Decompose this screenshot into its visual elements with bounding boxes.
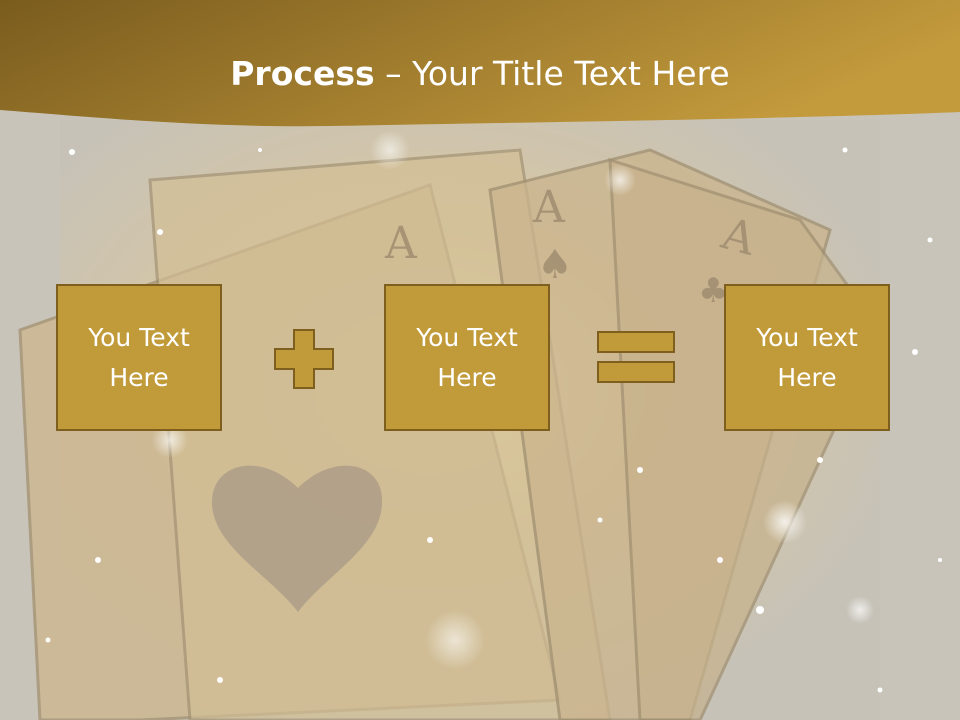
equals-icon [597, 331, 675, 383]
svg-text:♠: ♠ [537, 242, 573, 288]
process-box-text: You Text Here [88, 322, 190, 392]
title-banner [0, 0, 960, 127]
slide-title: Process – Your Title Text Here [0, 52, 960, 96]
svg-text:A: A [384, 218, 418, 269]
svg-text:A: A [532, 182, 566, 233]
process-box-text: You Text Here [416, 322, 518, 392]
title-bold-part: Process [230, 54, 375, 93]
process-box-3[interactable]: You Text Here [724, 284, 890, 431]
plus-icon [274, 329, 334, 389]
process-box-text: You Text Here [756, 322, 858, 392]
svg-text:♣: ♣ [698, 271, 728, 311]
process-box-2[interactable]: You Text Here [384, 284, 550, 431]
title-rest-part: – Your Title Text Here [374, 54, 730, 93]
process-box-1[interactable]: You Text Here [56, 284, 222, 431]
